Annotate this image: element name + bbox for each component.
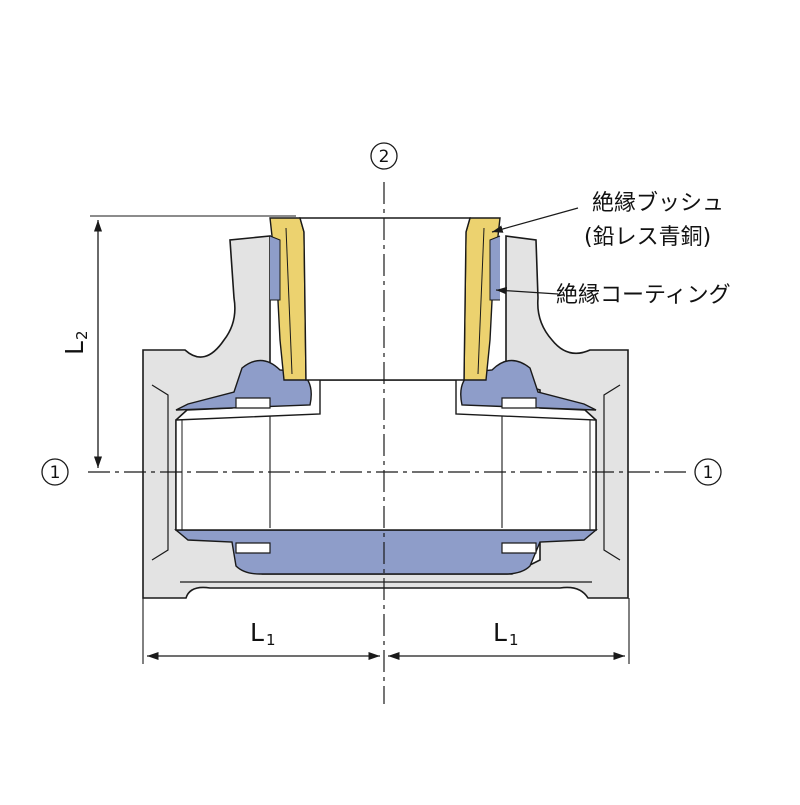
l2-main: L — [60, 341, 89, 355]
coating-tab-ll — [235, 542, 271, 554]
port-marker-left: 1 — [41, 458, 69, 486]
leader-coating — [495, 286, 559, 295]
coating-tab-lr — [501, 542, 537, 554]
port-marker-left-text: 1 — [50, 463, 61, 483]
main-bore — [175, 379, 597, 531]
branch-bore — [299, 217, 471, 381]
coating-tab-ur — [501, 397, 537, 409]
label-insulating-bush: 絶縁ブッシュ — [592, 191, 724, 216]
l1-right-main: L — [493, 618, 507, 647]
coating-bush-right — [489, 235, 501, 301]
coating-bush-left — [269, 235, 281, 301]
port-marker-right: 1 — [694, 458, 722, 486]
port-marker-branch-text: 2 — [379, 147, 390, 167]
label-insulating-coating: 絶縁コーティング — [556, 283, 731, 308]
coating-bottom — [174, 529, 598, 575]
bush-right-groove — [477, 227, 485, 375]
l2-sub: 2 — [73, 330, 91, 340]
l1-left-sub: 1 — [266, 631, 276, 649]
port-marker-branch: 2 — [370, 142, 398, 170]
label-leadless-bronze: (鉛レス青銅) — [584, 225, 711, 250]
leader-bush — [491, 207, 579, 233]
fitting-body — [142, 235, 629, 599]
coating-right-upper — [460, 359, 597, 411]
l1-label-left: L 1 — [250, 618, 276, 649]
coating-left-upper — [175, 359, 312, 411]
coating-tab-ul — [235, 397, 271, 409]
l1-left-main: L — [250, 618, 264, 647]
l1-label-right: L 1 — [493, 618, 519, 649]
l2-label: L 2 — [60, 330, 91, 355]
port-marker-right-text: 1 — [703, 463, 714, 483]
bush-left-groove — [285, 227, 293, 375]
l1-right-sub: 1 — [509, 631, 519, 649]
